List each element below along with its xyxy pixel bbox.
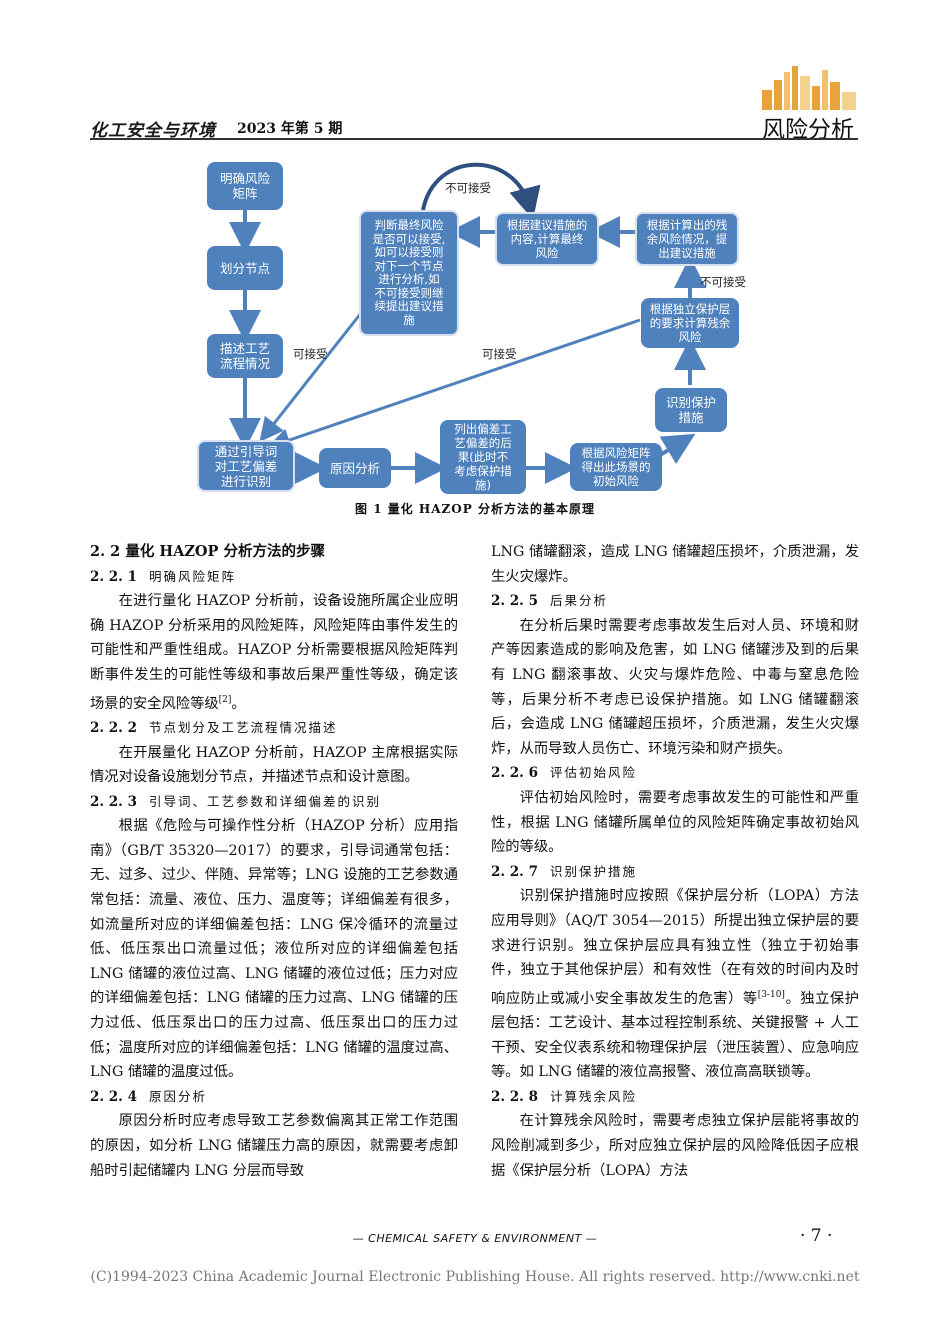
heading-2-2-7: 2. 2. 7 识别保护措施 [491,860,859,885]
flowchart-arrows [229,162,706,484]
node-final-risk: 根据建议措施的 内容,计算最终 风险 [495,212,599,266]
paragraph: 评估初始风险时，需要考虑事故发生的可能性和严重性，根据 LNG 储罐所属单位的风… [491,789,859,856]
paragraph: 原因分析时应考虑导致工艺参数偏离其正常工作范围的原因，如分析 LNG 储罐压力高… [90,1113,458,1179]
issue-label: 2023 年第 5 期 [237,121,343,137]
arrow-unacceptable-loop [421,162,541,220]
node-residual-risk: 根据独立保护层 的要求计算残余 风险 [641,298,739,348]
heading-2-2-4: 2. 2. 4 原因分析 [90,1085,458,1110]
heading-number: 2. 2. 2 [90,719,137,736]
heading-2-2-5: 2. 2. 5 后果分析 [491,589,859,614]
city-logo-icon [762,66,856,110]
heading-2-2-6: 2. 2. 6 评估初始风险 [491,761,859,786]
label-acceptable-left: 可接受 [293,347,328,361]
figure-caption: 图 1 量化 HAZOP 分析方法的基本原理 [355,502,595,516]
heading-2-2-3: 2. 2. 3 引导词、工艺参数和详细偏差的识别 [90,790,458,815]
node-identify-deviation: 通过引导词 对工艺偏差 进行识别 [197,440,295,492]
node-cause-analysis: 原因分析 [319,448,391,488]
arrow-7-8 [658,433,696,465]
page-number: · 7 · [800,1226,833,1246]
paragraph: 识别保护措施时应按照《保护层分析（LOPA）方法应用导则》（AQ/T 3054—… [491,888,860,1081]
node-judge-final-risk: 判断最终风险 是否可以接受, 如可以接受则 对下一个节点 进行分析,如 不可接受… [359,210,459,336]
node-initial-risk: 根据风险矩阵 得出此场景的 初始风险 [570,443,662,491]
heading-2-2: 2. 2 量化 HAZOP 分析方法的步骤 [90,543,325,560]
arrow-acceptable-left [259,307,367,443]
journal-title: 化工安全与环境 [90,121,216,141]
heading-number: 2. 2. 6 [491,765,538,782]
heading-text: 识别保护措施 [549,863,637,879]
node-define-matrix: 明确风险 矩阵 [207,162,283,210]
node-suggest-measures: 根据计算出的残 余风险情况，提 出建议措施 [635,212,739,266]
flowchart: 明确风险 矩阵 划分节点 描述工艺 流程情况 通过引导词 对工艺偏差 进行识别 … [195,150,755,500]
paragraph: 在进行量化 HAZOP 分析前，设备设施所属企业应明确 HAZOP 分析采用的风… [90,593,458,712]
citation: [2] [218,694,232,705]
heading-2-2-2: 2. 2. 2 节点划分及工艺流程情况描述 [90,716,458,741]
heading-2-2-1: 2. 2. 1 明确风险矩阵 [90,565,458,590]
node-divide-nodes: 划分节点 [207,246,283,290]
heading-text: 节点划分及工艺流程情况描述 [148,719,338,735]
heading-text: 评估初始风险 [549,765,637,781]
header-rule [90,138,858,140]
node-consequences: 列出偏差工 艺偏差的后 果(此时不 考虑保护措 施) [440,420,526,494]
citation: [3-10] [757,989,785,1000]
label-acceptable-mid: 可接受 [482,347,517,361]
heading-number: 2. 2. 3 [90,793,137,810]
paragraph: 根据《危险与可操作性分析（HAZOP 分析）应用指南》（GB/T 35320—2… [90,818,458,1081]
left-column: 2. 2 量化 HAZOP 分析方法的步骤 2. 2. 1 明确风险矩阵 在进行量… [90,540,458,1183]
paragraph: 在计算残余风险时，需要考虑独立保护层能将事故的风险削减到多少，所对应独立保护层的… [491,1113,859,1179]
heading-number: 2. 2. 1 [90,568,137,585]
label-unacceptable-top: 不可接受 [445,181,491,195]
heading-number: 2. 2. 8 [491,1088,538,1105]
right-column: LNG 储罐翻滚，造成 LNG 储罐超压损坏，介质泄漏，发生火灾爆炸。 2. 2… [491,540,859,1183]
heading-number: 2. 2. 4 [90,1088,137,1105]
paragraph: 在分析后果时需要考虑事故发生后对人员、环境和财产等因素造成的影响及危害，如 LN… [491,617,859,757]
heading-number: 2. 2. 5 [491,593,538,610]
heading-2-2-8: 2. 2. 8 计算残余风险 [491,1085,859,1110]
node-identify-protection: 识别保护 措施 [655,388,727,432]
heading-text: 原因分析 [148,1088,207,1104]
arrow-acceptable-mid [266,318,641,452]
copyright-notice: (C)1994-2023 China Academic Journal Elec… [90,1269,860,1285]
heading-text: 引导词、工艺参数和详细偏差的识别 [148,793,381,809]
paragraph: LNG 储罐翻滚，造成 LNG 储罐超压损坏，介质泄漏，发生火灾爆炸。 [491,544,859,585]
paragraph: 在开展量化 HAZOP 分析前，HAZOP 主席根据实际情况对设备设施划分节点，… [90,744,458,786]
label-unacceptable-right: 不可接受 [700,275,746,289]
footer-journal: — CHEMICAL SAFETY & ENVIRONMENT — [352,1232,598,1245]
heading-text: 明确风险矩阵 [148,568,236,584]
node-describe-process: 描述工艺 流程情况 [207,334,283,378]
heading-text: 计算残余风险 [549,1088,637,1104]
heading-number: 2. 2. 7 [491,863,538,880]
heading-text: 后果分析 [549,593,608,609]
